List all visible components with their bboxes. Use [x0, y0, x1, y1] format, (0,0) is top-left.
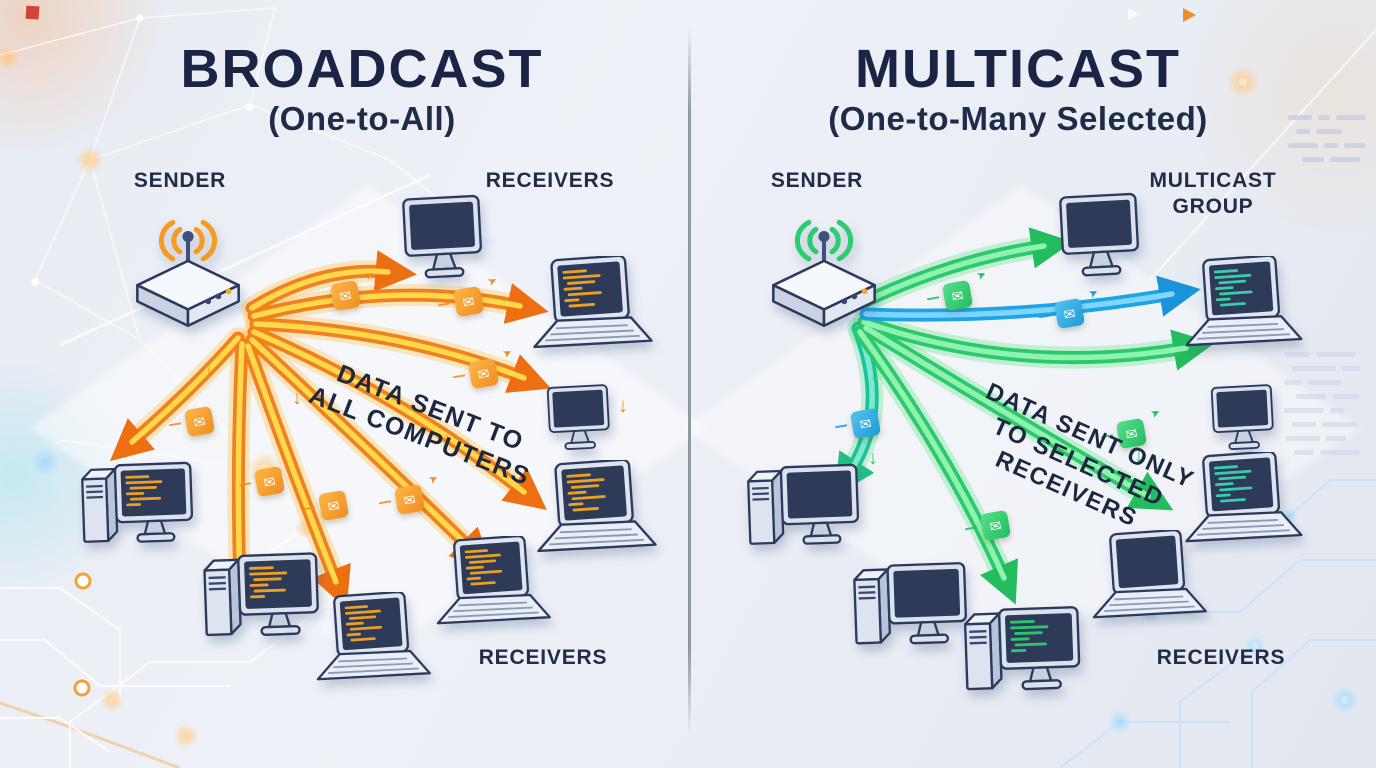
envelope-icon: ✉ [338, 286, 353, 305]
envelope-icon: ✉ [402, 490, 417, 509]
data-packet-icon: ✉ [303, 489, 350, 522]
mini-down-arrow-icon: ↓ [618, 395, 628, 417]
broadcast-title: BROADCAST [180, 39, 544, 99]
sender-router-icon [748, 196, 900, 348]
mini-down-arrow-icon: ↓ [442, 429, 452, 451]
multicast-subtitle: (One-to-Many Selected) [828, 100, 1208, 137]
data-packet-icon: ✉ [239, 465, 286, 498]
multicast-group-monitor-icon [1053, 190, 1147, 298]
broadcast-subtitle: (One-to-All) [268, 100, 456, 137]
sender-label: SENDER [133, 169, 227, 192]
non-receiver-laptop-icon [1086, 530, 1208, 630]
data-packet-icon: ✉ [965, 509, 1012, 542]
multicast-group-laptop-icon [1178, 256, 1304, 358]
receiver-laptop-icon [430, 536, 552, 636]
data-packet-icon: ✉➤ [927, 268, 988, 312]
selected-receiver-desktop-icon [956, 590, 1086, 714]
envelope-icon: ✉ [326, 496, 341, 515]
data-packet-icon: ✉ [835, 407, 882, 440]
mini-down-arrow-icon: ↓ [204, 361, 214, 383]
receivers-label-top: RECEIVERS [485, 169, 615, 192]
mini-down-arrow-icon: ↓ [292, 387, 302, 409]
data-packet-icon: ✉➤ [315, 268, 376, 312]
data-packet-icon: ✉➤ [1039, 286, 1100, 330]
envelope-icon: ✉ [262, 472, 277, 491]
sender-router-icon [112, 196, 264, 348]
receiver-monitor-icon [542, 382, 616, 467]
digital-dashes-decor [1288, 115, 1366, 162]
speed-arrow-icon: ➤ [426, 472, 441, 487]
envelope-icon: ✉ [988, 516, 1003, 535]
data-packet-icon: ✉➤ [379, 472, 440, 516]
envelope-icon: ✉ [950, 286, 965, 305]
sender-label: SENDER [770, 169, 864, 192]
mini-down-arrow-icon: ↓ [1134, 445, 1144, 467]
envelope-icon: ✉ [858, 414, 873, 433]
digital-dashes-decor-2 [1284, 352, 1360, 455]
envelope-icon: ✉ [192, 412, 207, 431]
receiver-desktop-icon [74, 446, 198, 566]
receivers-label-bottom: RECEIVERS [1156, 646, 1286, 669]
speed-arrow-icon: ➤ [362, 268, 377, 283]
mini-down-arrow-icon: ↓ [868, 447, 878, 469]
data-packet-icon: ✉➤ [453, 346, 514, 390]
speed-arrow-icon: ➤ [500, 346, 515, 361]
receiver-laptop-icon [310, 592, 432, 692]
receiver-desktop-icon [196, 536, 324, 660]
receivers-label-bottom: RECEIVERS [478, 646, 608, 669]
broadcast-annotation: DATA SENT TO ALL COMPUTERS [305, 359, 535, 492]
multicast-group-label: MULTICAST GROUP [1149, 169, 1277, 219]
mini-down-arrow-icon: ↓ [870, 363, 880, 385]
non-receiver-desktop-icon [846, 546, 972, 668]
receiver-laptop-icon [526, 256, 654, 360]
corner-marks [25, 5, 1196, 22]
speed-arrow-icon: ➤ [974, 268, 989, 283]
envelope-icon: ✉ [476, 364, 491, 383]
speed-arrow-icon: ➤ [1148, 406, 1163, 421]
panel-divider [688, 28, 691, 734]
multicast-title: MULTICAST [855, 39, 1181, 99]
receiver-monitor-icon [396, 192, 490, 300]
data-packet-icon: ✉ [169, 405, 216, 438]
packet-trail [315, 296, 328, 301]
envelope-icon: ✉ [1062, 304, 1077, 323]
